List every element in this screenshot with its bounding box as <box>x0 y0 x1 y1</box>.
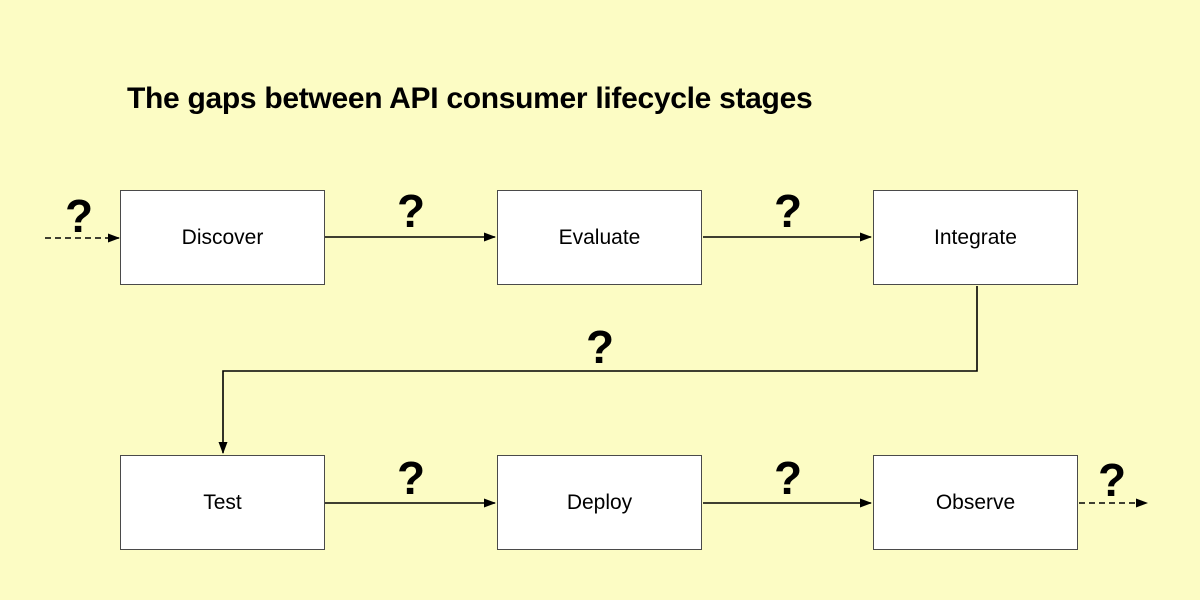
stage-label-evaluate: Evaluate <box>558 225 641 249</box>
stage-box-test: Test <box>120 455 325 550</box>
gap-question-deploy-observe: ? <box>773 452 803 504</box>
gap-question-discover-evaluate: ? <box>396 185 426 237</box>
stage-box-observe: Observe <box>873 455 1078 550</box>
diagram-title: The gaps between API consumer lifecycle … <box>127 82 813 115</box>
gap-question-observe-end: ? <box>1097 454 1127 506</box>
stage-box-evaluate: Evaluate <box>497 190 702 285</box>
stage-box-deploy: Deploy <box>497 455 702 550</box>
stage-label-discover: Discover <box>181 225 264 249</box>
gap-question-integrate-test: ? <box>585 321 615 373</box>
stage-label-observe: Observe <box>935 490 1016 514</box>
stage-box-integrate: Integrate <box>873 190 1078 285</box>
stage-label-test: Test <box>203 490 242 514</box>
gap-question-evaluate-integrate: ? <box>773 185 803 237</box>
stage-label-deploy: Deploy <box>566 490 633 514</box>
stage-label-integrate: Integrate <box>934 225 1017 249</box>
arrow-integrate-to-test <box>218 286 978 454</box>
gap-question-start-discover: ? <box>64 190 94 242</box>
gap-question-test-deploy: ? <box>396 452 426 504</box>
stage-box-discover: Discover <box>120 190 325 285</box>
